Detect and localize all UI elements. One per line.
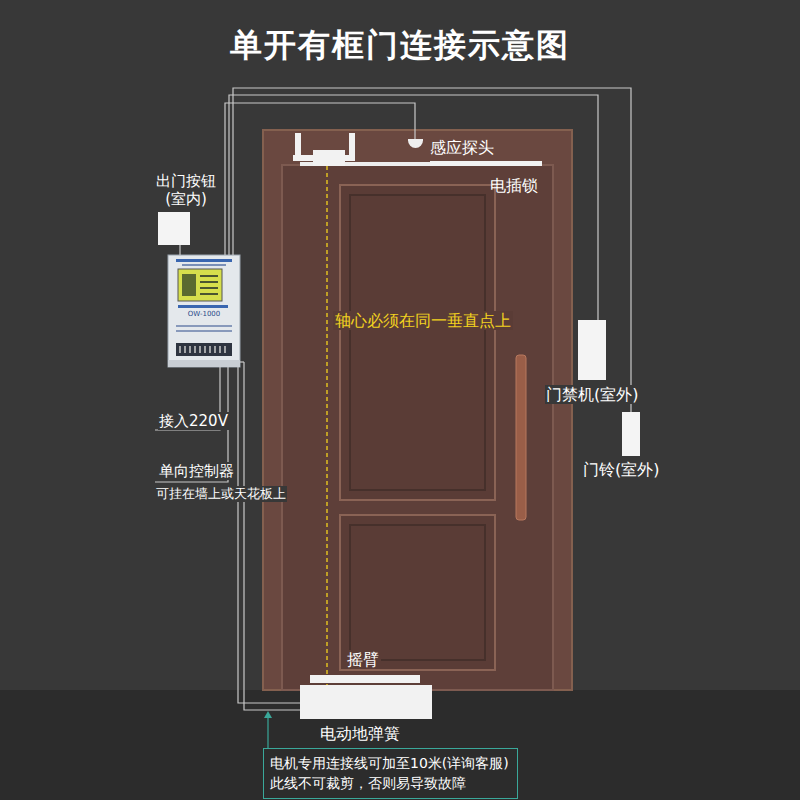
note-label: 可挂在墙上或天花板上 xyxy=(155,486,287,502)
screen-row xyxy=(200,287,218,289)
leader-line xyxy=(267,716,268,748)
door-handle xyxy=(516,355,526,520)
controller-band xyxy=(178,305,228,308)
title: 单开有框门连接示意图 xyxy=(0,24,800,68)
sensor-probe: 感应探头 xyxy=(408,139,423,148)
controller-base xyxy=(168,360,240,367)
motor-bracket xyxy=(295,133,301,161)
note-box: 电机专用连接线可加至10米(详询客服)此线不可裁剪，否则易导致故障 xyxy=(263,748,518,799)
screen-row xyxy=(200,281,218,283)
motor-wire xyxy=(244,362,300,710)
access-control-unit: 门禁机(室外) xyxy=(578,320,606,380)
leader-arrowhead xyxy=(264,711,272,718)
electric-lock: 电插锁 xyxy=(430,161,542,166)
controller-housing xyxy=(168,255,240,367)
note-label: 单向控制器 xyxy=(158,462,235,480)
part-label: 出门按钮 (室内) xyxy=(152,172,220,208)
controller-heading xyxy=(176,259,232,262)
axis-note: 轴心必须在同一垂直点上 xyxy=(333,311,513,330)
motor-bracket xyxy=(313,150,345,166)
upper-panel xyxy=(340,185,495,500)
screen-icon xyxy=(182,274,196,296)
door-leaf xyxy=(282,165,553,690)
wire-connector xyxy=(229,95,598,320)
screen-row xyxy=(200,293,218,295)
controller-band xyxy=(176,325,232,327)
controller-box: OW-1000 xyxy=(168,255,240,367)
screen-row xyxy=(200,275,218,277)
lower-panel-inner xyxy=(350,525,485,660)
doorbell: 门铃(室外) xyxy=(622,412,640,456)
lower-panel xyxy=(340,515,495,670)
wire-connector xyxy=(225,103,415,255)
model-number: OW-1000 xyxy=(168,311,240,318)
controller-screen xyxy=(178,269,222,301)
wire-connector xyxy=(179,245,180,255)
note-text: 此线不可裁剪，否则易导致故障 xyxy=(270,773,509,793)
controller-heading xyxy=(182,264,226,266)
axis-line xyxy=(326,166,328,688)
wire-connector xyxy=(238,367,300,703)
note-text: 电机专用连接线可加至10米(详询客服) xyxy=(270,753,509,773)
exit-button: 出门按钮 (室内) xyxy=(158,212,190,245)
part-label: 电动地弹簧 xyxy=(320,724,400,743)
part-label: 门铃(室外) xyxy=(583,460,659,479)
part-label: 门禁机(室外) xyxy=(545,385,639,404)
door-frame xyxy=(263,130,572,690)
note-label: 接入220V xyxy=(158,412,229,430)
part-label: 感应探头 xyxy=(430,138,494,157)
motor-wire xyxy=(240,361,244,362)
swing-arm xyxy=(310,675,420,683)
wire-connector xyxy=(233,88,631,412)
terminal-pins xyxy=(180,346,225,353)
motor-bracket xyxy=(349,133,355,161)
terminal-block xyxy=(176,343,232,356)
part-label: 摇臂 xyxy=(345,650,381,669)
upper-panel-inner xyxy=(350,195,485,490)
floor-spring: 电动地弹簧 xyxy=(300,685,432,719)
controller-band xyxy=(176,330,232,332)
part-label: 电插锁 xyxy=(490,176,538,195)
